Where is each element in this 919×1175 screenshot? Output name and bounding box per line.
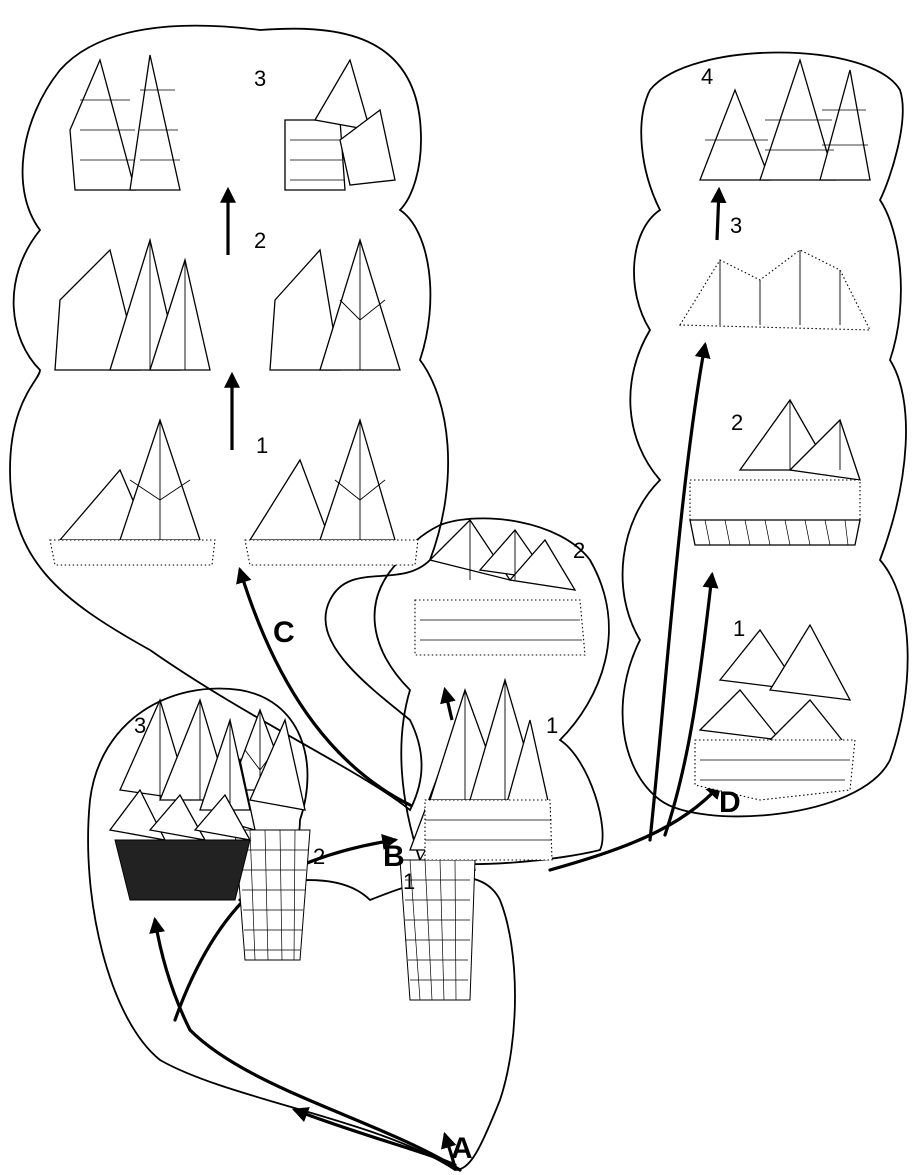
cone-a3 [110,700,250,900]
cone-c1-right [245,420,418,565]
group-d-stage-4-label: 4 [701,64,713,89]
branch-d-line [550,785,720,870]
group-d-stage-3-label: 3 [730,213,742,238]
cone-c1-left [50,420,215,565]
group-a-stage-3-label: 3 [134,713,146,738]
group-a-stage-2-label: 2 [313,844,325,869]
d-stage-arrow-3to4 [717,190,719,240]
branch-a2-line [295,1110,455,1165]
group-a-label: A [451,1132,473,1165]
group-d-stage-2-label: 2 [731,410,743,435]
cone-d3 [680,250,870,330]
cone-c2-left [55,240,210,370]
group-c-label: C [273,616,295,649]
group-b-stage-1-label: 1 [546,713,558,738]
group-c-stage-2-label: 2 [254,228,266,253]
group-b-label: B [383,840,405,873]
cone-d4 [700,60,870,180]
group-d-stage-1-label: 1 [733,616,745,641]
group-c-stage-3-label: 3 [254,66,266,91]
cone-d1 [695,625,855,800]
b-stage-arrow [445,690,452,720]
group-b-stage-2-label: 2 [573,538,585,563]
cone-d2 [690,400,860,545]
group-c-stage-1-label: 1 [256,433,268,458]
cone-b2 [415,520,585,655]
cone-c2-right [270,240,400,370]
group-a-stage-1-label: 1 [403,869,415,894]
cone-c3-left [70,55,180,190]
group-d-label: D [719,786,741,819]
cone-c3-right [285,60,395,190]
cone-b1 [425,680,552,860]
